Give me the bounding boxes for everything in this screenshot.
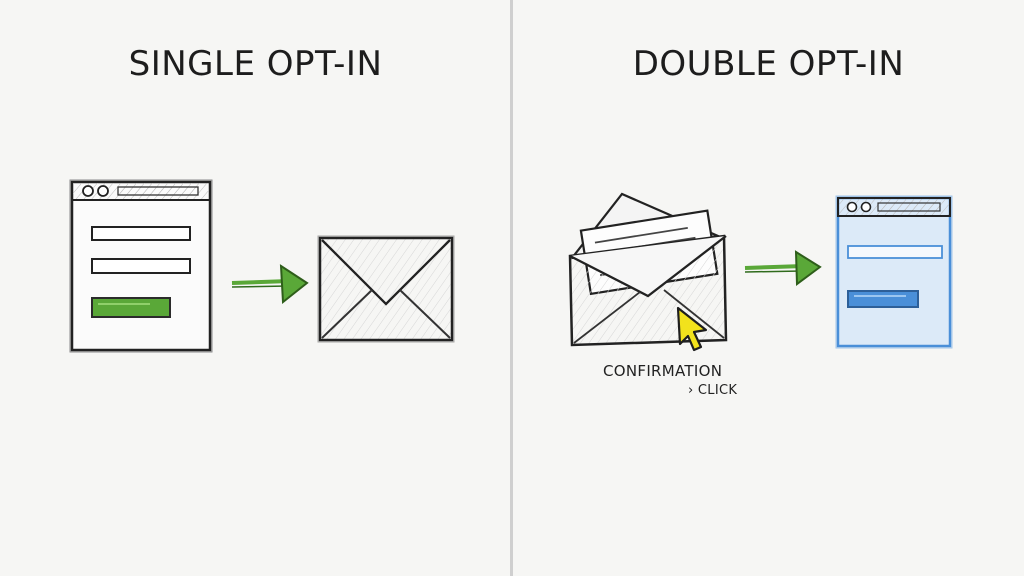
open-envelope-icon bbox=[568, 192, 728, 347]
arrow-right-icon-2 bbox=[744, 250, 822, 286]
single-opt-in-panel: SINGLE OPT-IN bbox=[0, 0, 511, 576]
signup-form-window-icon bbox=[69, 179, 213, 353]
single-opt-in-title: SINGLE OPT-IN bbox=[128, 44, 383, 84]
confirmation-label: CONFIRMATION bbox=[603, 362, 723, 380]
cursor-click-icon bbox=[676, 306, 708, 352]
double-opt-in-panel: DOUBLE OPT-IN bbox=[513, 0, 1024, 576]
arrow-right-icon bbox=[231, 264, 309, 304]
click-label: › CLICK bbox=[688, 383, 738, 398]
closed-envelope-icon bbox=[317, 235, 455, 343]
confirmed-window-icon bbox=[835, 195, 953, 349]
double-opt-in-title: DOUBLE OPT-IN bbox=[632, 44, 905, 84]
panel-divider bbox=[510, 0, 513, 576]
